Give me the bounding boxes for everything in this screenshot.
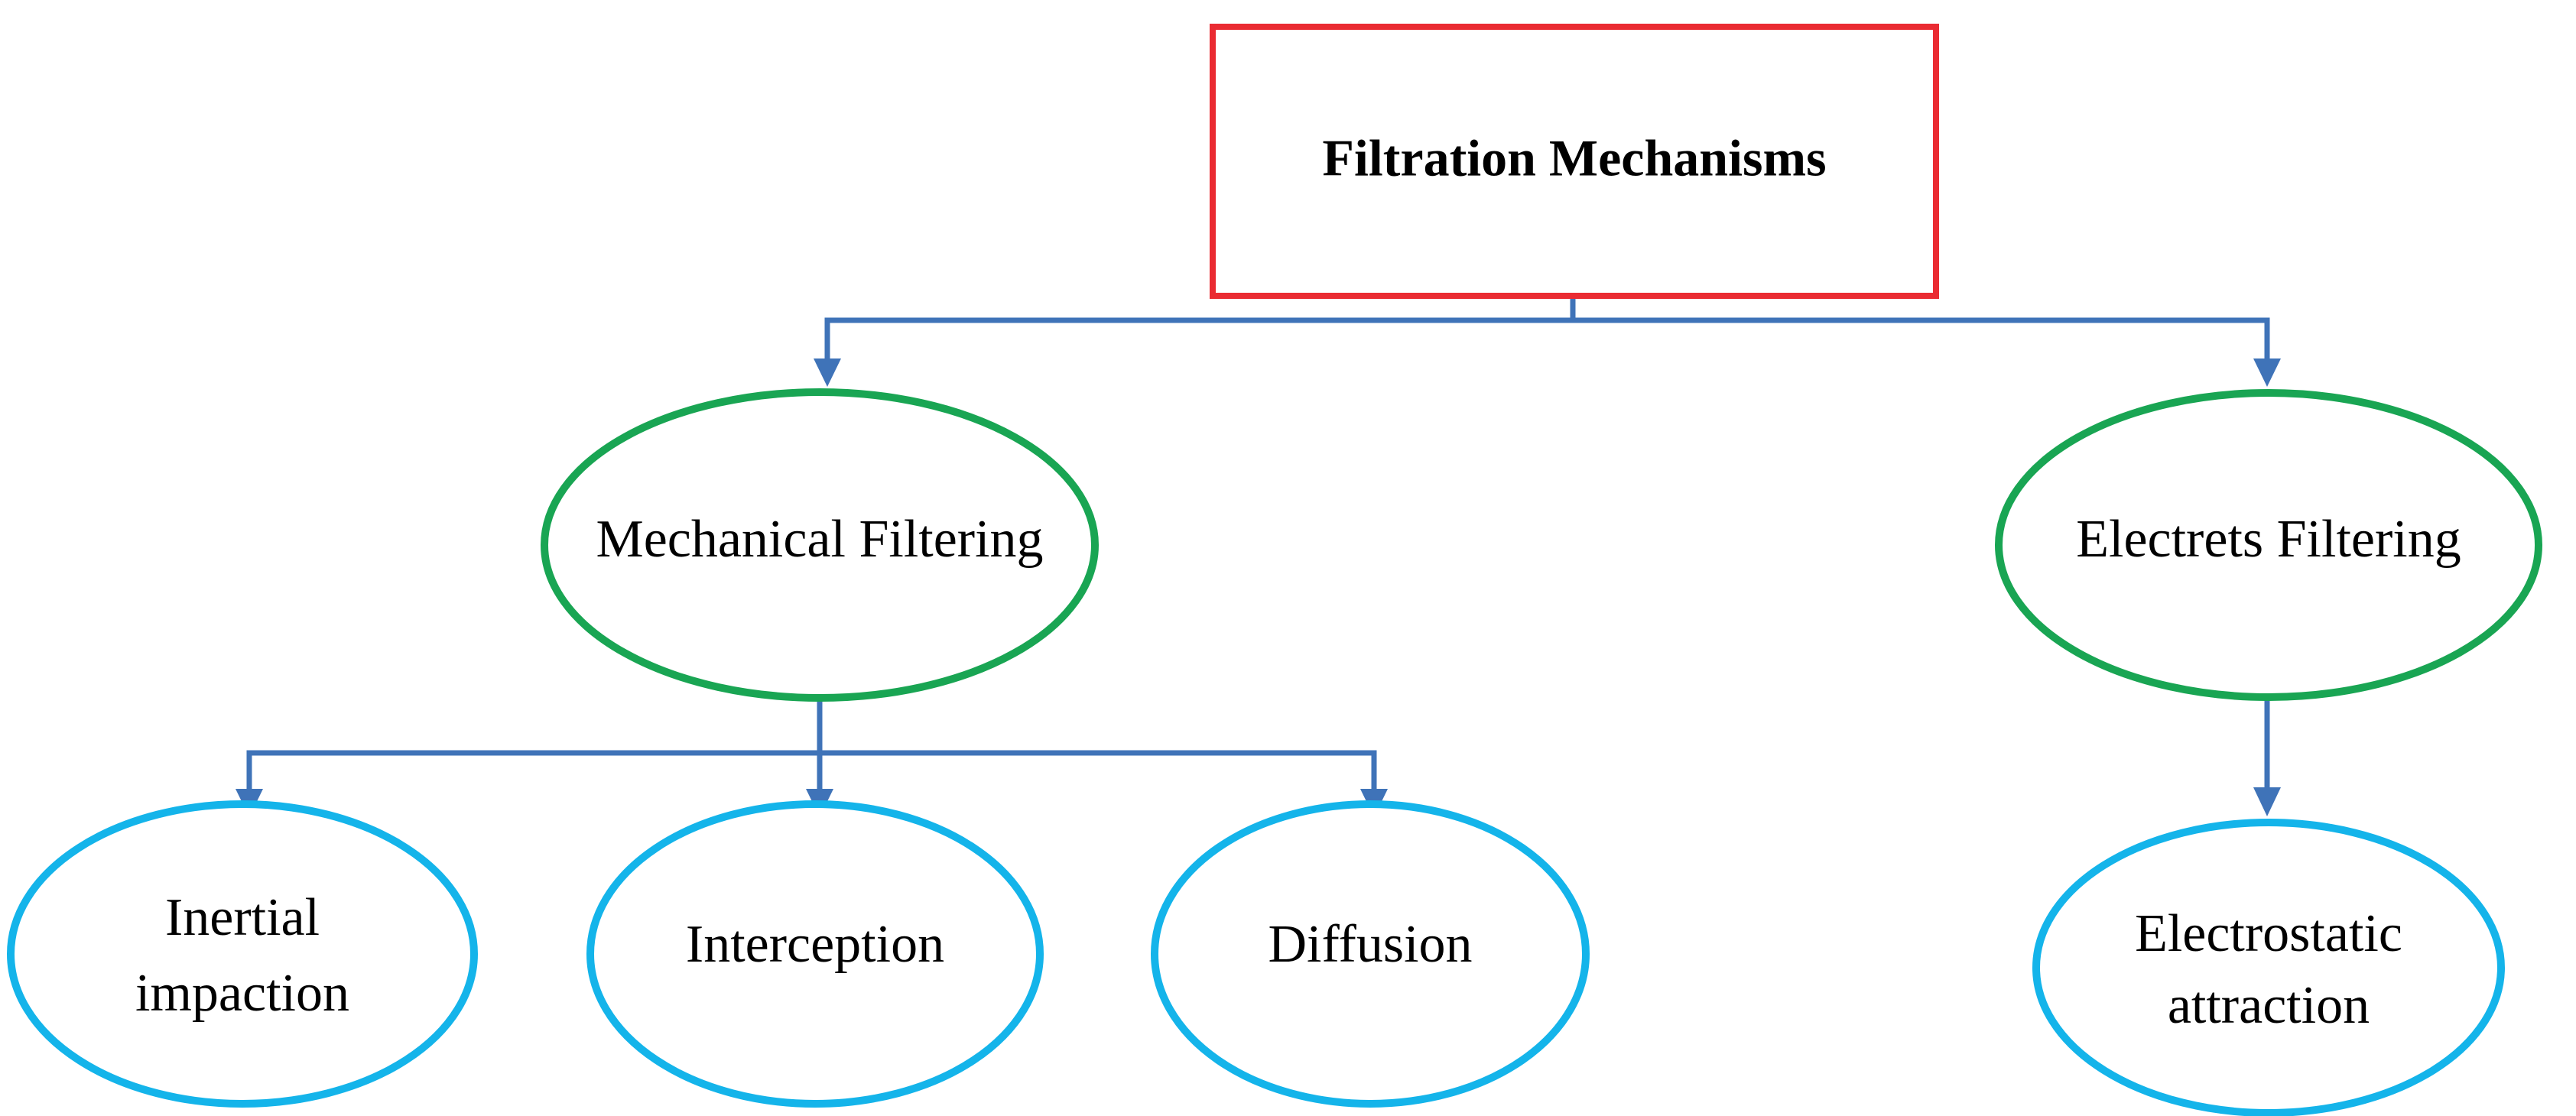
electrostatic-attraction-line-1: Electrostatic (2135, 904, 2402, 963)
mechanical-to-mechanisms-connector (246, 693, 1377, 798)
inertial-impaction-line-1: Inertial (165, 888, 320, 947)
mechanism-diffusion: Diffusion (1151, 800, 1590, 1108)
root-box (1210, 24, 1939, 299)
arrow-to-mechanical-filtering-icon (814, 358, 841, 387)
category-mechanical-filtering: Mechanical Filtering (541, 388, 1099, 702)
mechanical-filtering-ellipse (541, 388, 1099, 702)
inertial-impaction-ellipse (7, 800, 478, 1108)
electrets-filtering-label: Electrets Filtering (2076, 510, 2461, 569)
mechanism-interception: Interception (586, 800, 1044, 1108)
arrow-to-electrostatic-attraction-icon (2253, 787, 2281, 816)
root-node: Filtration Mechanisms (1210, 24, 1939, 299)
mechanism-electrostatic-attraction: Electrostatic attraction (2032, 819, 2505, 1116)
mechanical-filtering-label: Mechanical Filtering (596, 510, 1043, 569)
interception-label: Interception (686, 915, 944, 974)
electrostatic-attraction-line-2: attraction (2168, 976, 2370, 1035)
root-to-categories-connector (824, 292, 2270, 368)
category-electrets-filtering: Electrets Filtering (1995, 389, 2542, 701)
interception-ellipse (586, 800, 1044, 1108)
inertial-impaction-line-2: impaction (135, 964, 349, 1023)
arrow-to-electrets-filtering-icon (2253, 358, 2281, 387)
electrostatic-attraction-ellipse (2032, 819, 2505, 1116)
electrets-filtering-ellipse (1995, 389, 2542, 701)
diffusion-ellipse (1151, 800, 1590, 1108)
mechanism-inertial-impaction: Inertial impaction (7, 800, 478, 1108)
diffusion-label: Diffusion (1268, 915, 1472, 974)
root-title: Filtration Mechanisms (1322, 129, 1826, 187)
